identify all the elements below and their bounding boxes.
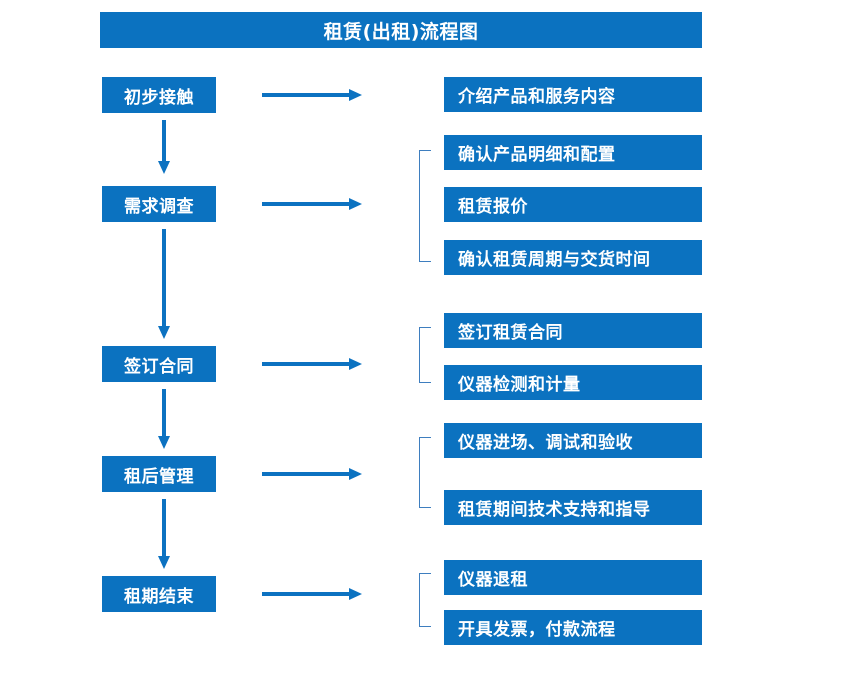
bracket-connector-sign-contract <box>419 327 431 383</box>
diagram-title: 租赁(出租)流程图 <box>100 12 702 48</box>
arrow-head <box>349 358 362 370</box>
arrow-head <box>349 89 362 101</box>
down-arrow-icon-3 <box>157 389 171 449</box>
arrow-shaft <box>262 202 350 206</box>
detail-box-confirm-product-specs[interactable]: 确认产品明细和配置 <box>444 135 702 170</box>
detail-box-rental-quotation[interactable]: 租赁报价 <box>444 187 702 222</box>
detail-box-confirm-period-delivery[interactable]: 确认租赁周期与交货时间 <box>444 240 702 275</box>
arrow-head <box>158 161 170 174</box>
right-arrow-icon-4 <box>262 467 362 481</box>
stage-box-initial-contact[interactable]: 初步接触 <box>102 77 216 113</box>
stage-box-sign-contract[interactable]: 签订合同 <box>102 346 216 382</box>
arrow-shaft <box>162 389 166 436</box>
detail-box-technical-support[interactable]: 租赁期间技术支持和指导 <box>444 490 702 525</box>
stage-box-rental-end[interactable]: 租期结束 <box>102 576 216 612</box>
arrow-head <box>158 436 170 449</box>
down-arrow-icon-1 <box>157 120 171 174</box>
arrow-shaft <box>162 499 166 556</box>
arrow-head <box>158 326 170 339</box>
detail-box-instrument-delivery-commissioning[interactable]: 仪器进场、调试和验收 <box>444 423 702 458</box>
arrow-head <box>158 556 170 569</box>
arrow-head <box>349 468 362 480</box>
detail-box-instrument-return[interactable]: 仪器退租 <box>444 560 702 595</box>
right-arrow-icon-3 <box>262 357 362 371</box>
down-arrow-icon-2 <box>157 229 171 339</box>
arrow-shaft <box>162 120 166 161</box>
arrow-shaft <box>162 229 166 326</box>
bracket-connector-post-rental <box>419 437 431 508</box>
detail-box-instrument-inspection[interactable]: 仪器检测和计量 <box>444 365 702 400</box>
stage-box-needs-survey[interactable]: 需求调查 <box>102 186 216 222</box>
right-arrow-icon-2 <box>262 197 362 211</box>
detail-box-introduce-products[interactable]: 介绍产品和服务内容 <box>444 77 702 112</box>
bracket-connector-needs-survey <box>419 150 431 262</box>
detail-box-sign-rental-contract[interactable]: 签订租赁合同 <box>444 313 702 348</box>
right-arrow-icon-1 <box>262 88 362 102</box>
down-arrow-icon-4 <box>157 499 171 569</box>
detail-box-invoice-payment[interactable]: 开具发票，付款流程 <box>444 610 702 645</box>
arrow-shaft <box>262 362 350 366</box>
right-arrow-icon-5 <box>262 587 362 601</box>
arrow-head <box>349 588 362 600</box>
arrow-shaft <box>262 472 350 476</box>
arrow-shaft <box>262 93 350 97</box>
arrow-head <box>349 198 362 210</box>
stage-box-post-rental-management[interactable]: 租后管理 <box>102 456 216 492</box>
bracket-connector-rental-end <box>419 573 431 627</box>
arrow-shaft <box>262 592 350 596</box>
